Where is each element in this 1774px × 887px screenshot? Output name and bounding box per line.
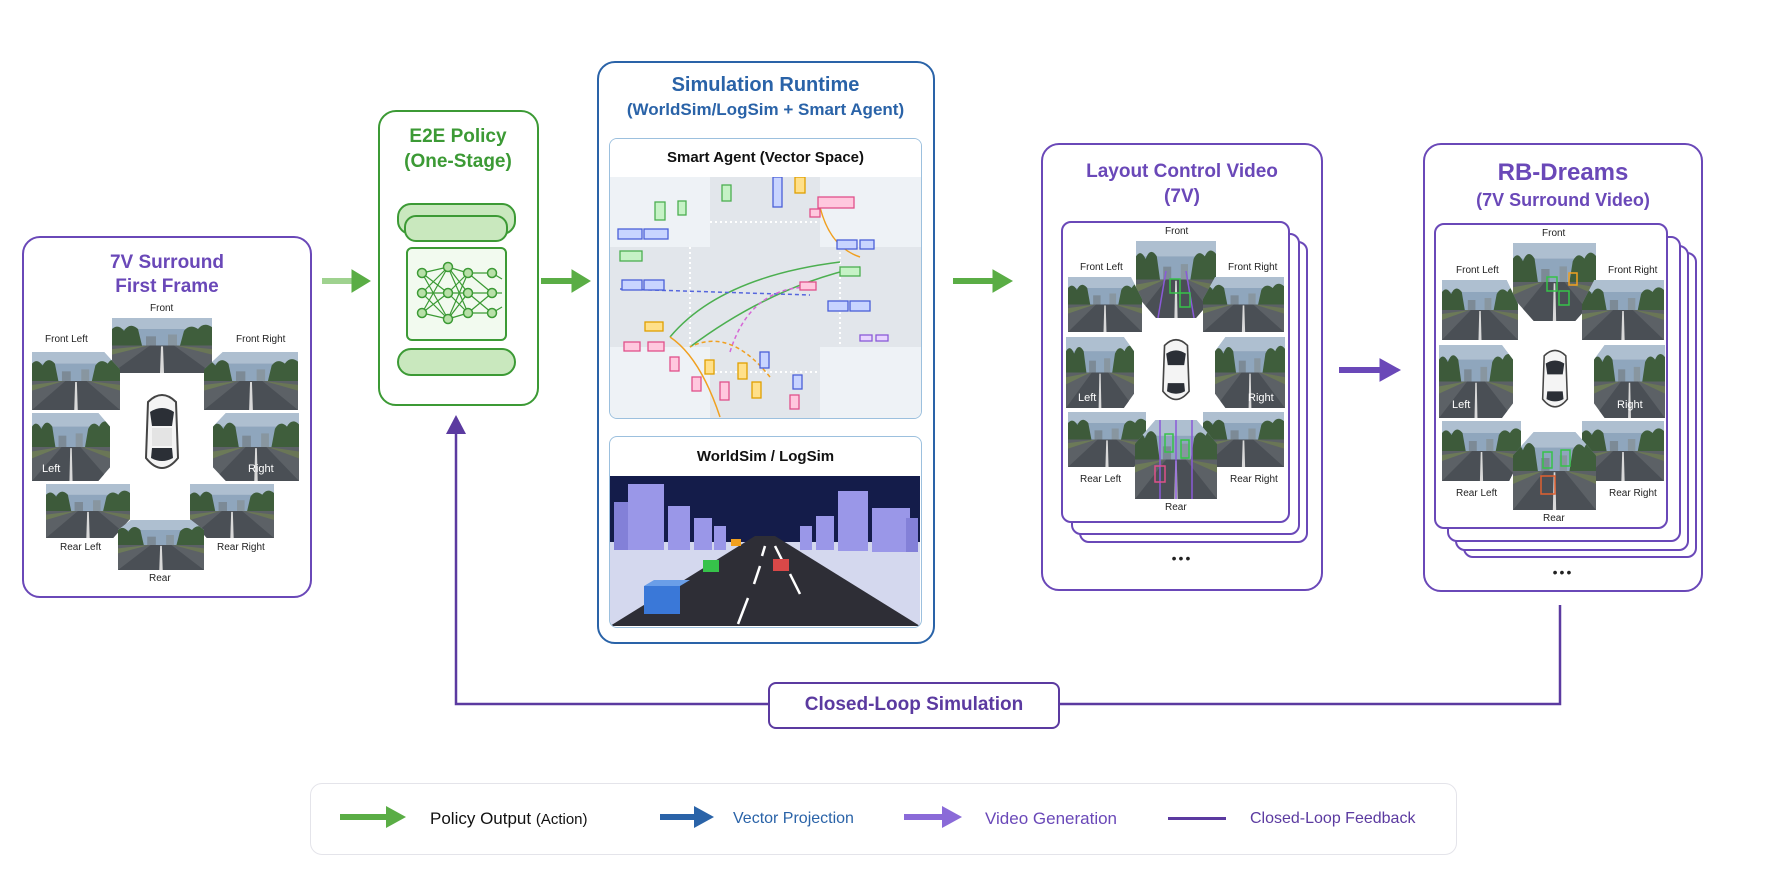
layout-front-right-camera-image <box>1203 277 1284 332</box>
rb-dreams-title-line2: (7V Surround Video) <box>1476 190 1650 210</box>
rear-right-label: Rear Right <box>217 542 265 553</box>
front-left-camera-image <box>32 352 120 410</box>
ego-car-icon <box>144 394 180 469</box>
closed-loop-simulation-label: Closed-Loop Simulation <box>768 682 1060 729</box>
policy-layer-bottom <box>397 348 516 376</box>
layout-front-left-label: Front Left <box>1080 262 1123 273</box>
layout-rear-left-label: Rear Left <box>1080 474 1122 485</box>
legend-vector-projection: Vector Projection <box>733 810 854 827</box>
legend-policy-output-sub: (Action) <box>535 811 588 828</box>
rb-rear-right-label: Rear Right <box>1609 488 1657 499</box>
surround-title-line2: First Frame <box>115 276 219 297</box>
vector-space-map <box>610 176 921 418</box>
neural-network-block <box>406 247 507 341</box>
surround-title-line1: 7V Surround <box>109 252 224 273</box>
feedback-arrowhead <box>446 415 466 434</box>
policy-layer-top <box>404 215 508 242</box>
layout-front-right-label: Front Right <box>1228 262 1278 273</box>
rb-rear-label: Rear <box>1543 513 1565 524</box>
rb-left-camera-image <box>1439 345 1513 418</box>
layout-left-overlay-label: Left <box>1078 392 1097 404</box>
front-label: Front <box>150 303 174 314</box>
rb-more-frames-ellipsis: ••• <box>1552 564 1574 580</box>
layout-front-label: Front <box>1165 226 1189 237</box>
policy-title-line1: E2E Policy <box>409 126 507 147</box>
front-right-label: Front Right <box>236 334 286 345</box>
policy-output-arrow <box>322 269 371 293</box>
smart-agent-box: Smart Agent (Vector Space) <box>609 138 922 419</box>
layout-right-overlay-label: Right <box>1248 392 1274 404</box>
rb-front-right-label: Front Right <box>1608 265 1658 276</box>
rear-camera-image <box>118 520 204 570</box>
runtime-to-layout-arrow <box>953 269 1013 293</box>
policy-output-legend-arrow-icon <box>340 806 406 828</box>
layout-front-camera-image <box>1136 241 1216 318</box>
runtime-title-line1: Simulation Runtime <box>671 74 860 96</box>
layout-rear-label: Rear <box>1165 502 1187 513</box>
rear-left-camera-image <box>46 484 130 538</box>
rear-label: Rear <box>149 573 171 584</box>
policy-to-runtime-arrow <box>541 269 591 293</box>
rb-rear-left-label: Rear Left <box>1456 488 1498 499</box>
rb-front-left-label: Front Left <box>1456 265 1499 276</box>
legend-closed-loop-feedback: Closed-Loop Feedback <box>1250 810 1416 827</box>
video-generation-legend-arrow-icon <box>904 806 962 828</box>
layout-left-camera-image <box>1066 337 1134 408</box>
rb-rear-left-camera-image <box>1442 421 1521 481</box>
closed-loop-feedback-line <box>454 428 1562 706</box>
closed-loop-feedback-legend-line-icon <box>1168 817 1226 820</box>
smart-agent-title: Smart Agent (Vector Space) <box>610 139 921 177</box>
layout-more-frames-ellipsis: ••• <box>1171 550 1193 566</box>
rb-right-overlay-label: Right <box>1617 399 1643 411</box>
rb-ego-car-icon <box>1541 349 1569 408</box>
layout-title-line1: Layout Control Video <box>1086 161 1278 182</box>
vector-projection-legend-arrow-icon <box>660 806 714 828</box>
legend-box <box>310 783 1457 855</box>
rb-rear-camera-image <box>1513 432 1596 510</box>
rb-front-camera-image <box>1513 243 1596 321</box>
layout-rear-right-label: Rear Right <box>1230 474 1278 485</box>
rb-front-left-camera-image <box>1442 280 1518 340</box>
video-generation-arrow <box>1339 358 1402 382</box>
neural-network-icon <box>416 261 503 325</box>
layout-ego-car-icon <box>1162 338 1190 401</box>
front-camera-image <box>112 318 212 373</box>
right-overlay-label: Right <box>248 463 274 475</box>
rb-front-right-camera-image <box>1582 280 1664 340</box>
worldsim-title: WorldSim / LogSim <box>696 448 835 465</box>
left-overlay-label: Left <box>42 463 61 475</box>
rb-left-overlay-label: Left <box>1452 399 1471 411</box>
rb-front-label: Front <box>1542 228 1566 239</box>
rear-left-label: Rear Left <box>60 542 102 553</box>
layout-front-left-camera-image <box>1068 277 1142 332</box>
layout-rear-camera-image <box>1135 420 1217 499</box>
layout-title-line2: (7V) <box>1164 186 1200 207</box>
legend-video-generation: Video Generation <box>985 809 1118 828</box>
policy-title-line2: (One-Stage) <box>404 151 512 172</box>
front-left-label: Front Left <box>45 334 88 345</box>
worldsim-box: WorldSim / LogSim <box>609 436 922 628</box>
legend-policy-output: Policy Output <box>430 809 532 828</box>
worldsim-render <box>610 476 920 626</box>
runtime-title-line2: (WorldSim/LogSim + Smart Agent) <box>626 100 905 119</box>
rb-dreams-title-line1: RB-Dreams <box>1497 159 1629 186</box>
layout-rear-left-camera-image <box>1068 412 1146 467</box>
front-right-camera-image <box>204 352 298 410</box>
